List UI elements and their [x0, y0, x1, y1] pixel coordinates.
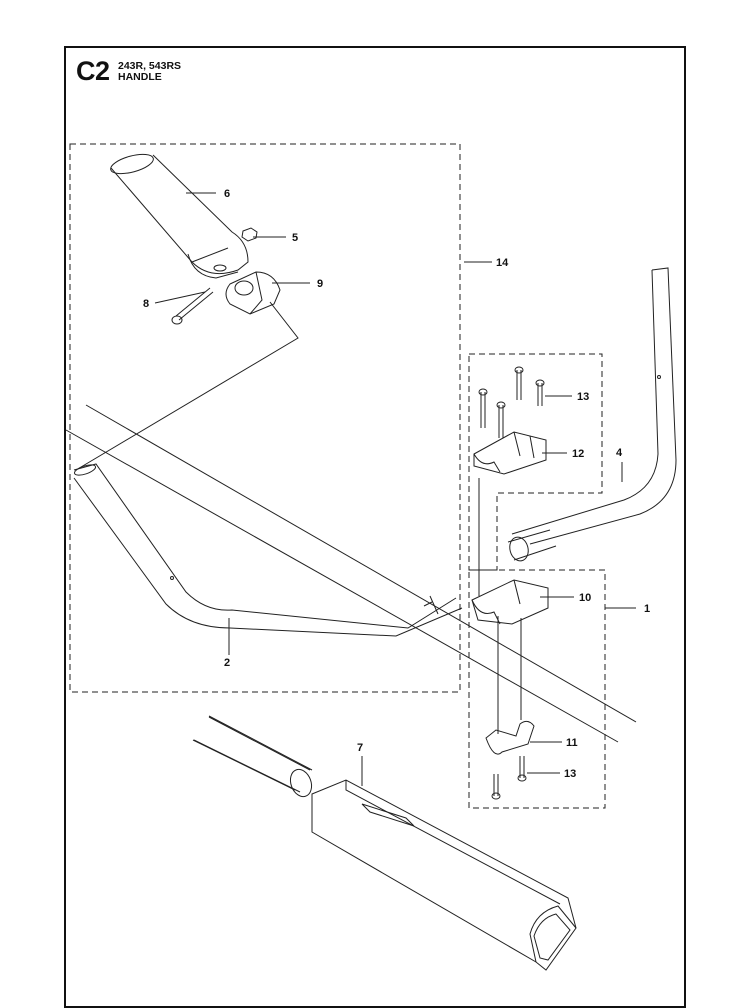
- screw-part-8: [171, 287, 214, 325]
- tube-part-4: [507, 267, 677, 562]
- callout-13-upper: 13: [577, 391, 589, 403]
- clamp-lower-boundary: [468, 569, 606, 809]
- callout-10: 10: [579, 592, 591, 604]
- screws-part-13-lower: [491, 756, 527, 800]
- callout-4: 4: [616, 447, 623, 459]
- callout-2: 2: [224, 657, 230, 669]
- callout-9: 9: [317, 278, 323, 290]
- shaft-tube: [193, 716, 313, 798]
- diagram-frame: [64, 46, 686, 1008]
- clamp-part-9: [225, 271, 281, 315]
- kit-14-boundary: [69, 143, 461, 693]
- nut-part-6: [241, 227, 258, 242]
- clamp-upper-boundary: [468, 353, 603, 571]
- grip-part-7: [110, 153, 249, 279]
- callout-8: 8: [143, 298, 149, 310]
- clamp-part-10: [471, 579, 549, 625]
- callout-11: 11: [566, 737, 578, 749]
- screws-part-13-upper: [478, 366, 545, 438]
- callout-12: 12: [572, 448, 584, 460]
- section-header: 243R, 543RS HANDLE: [118, 61, 181, 83]
- callout-7: 6: [224, 188, 230, 200]
- model-list: 243R, 543RS: [118, 60, 182, 72]
- handlebar-part-2: [73, 463, 463, 637]
- callout-14: 14: [496, 257, 509, 269]
- callout-13-lower: 13: [564, 768, 576, 780]
- shaft-axis-line-2: [65, 429, 619, 743]
- clamp-part-12: [473, 431, 547, 475]
- callout-5: 7: [357, 742, 363, 754]
- housing-part-5: [311, 779, 577, 971]
- callout-1: 1: [644, 603, 650, 615]
- shaft-axis-line: [85, 404, 637, 723]
- clamp-part-11: [485, 720, 535, 755]
- section-code: C2: [76, 56, 110, 86]
- section-title: HANDLE: [118, 71, 162, 83]
- callout-6: 5: [292, 232, 298, 244]
